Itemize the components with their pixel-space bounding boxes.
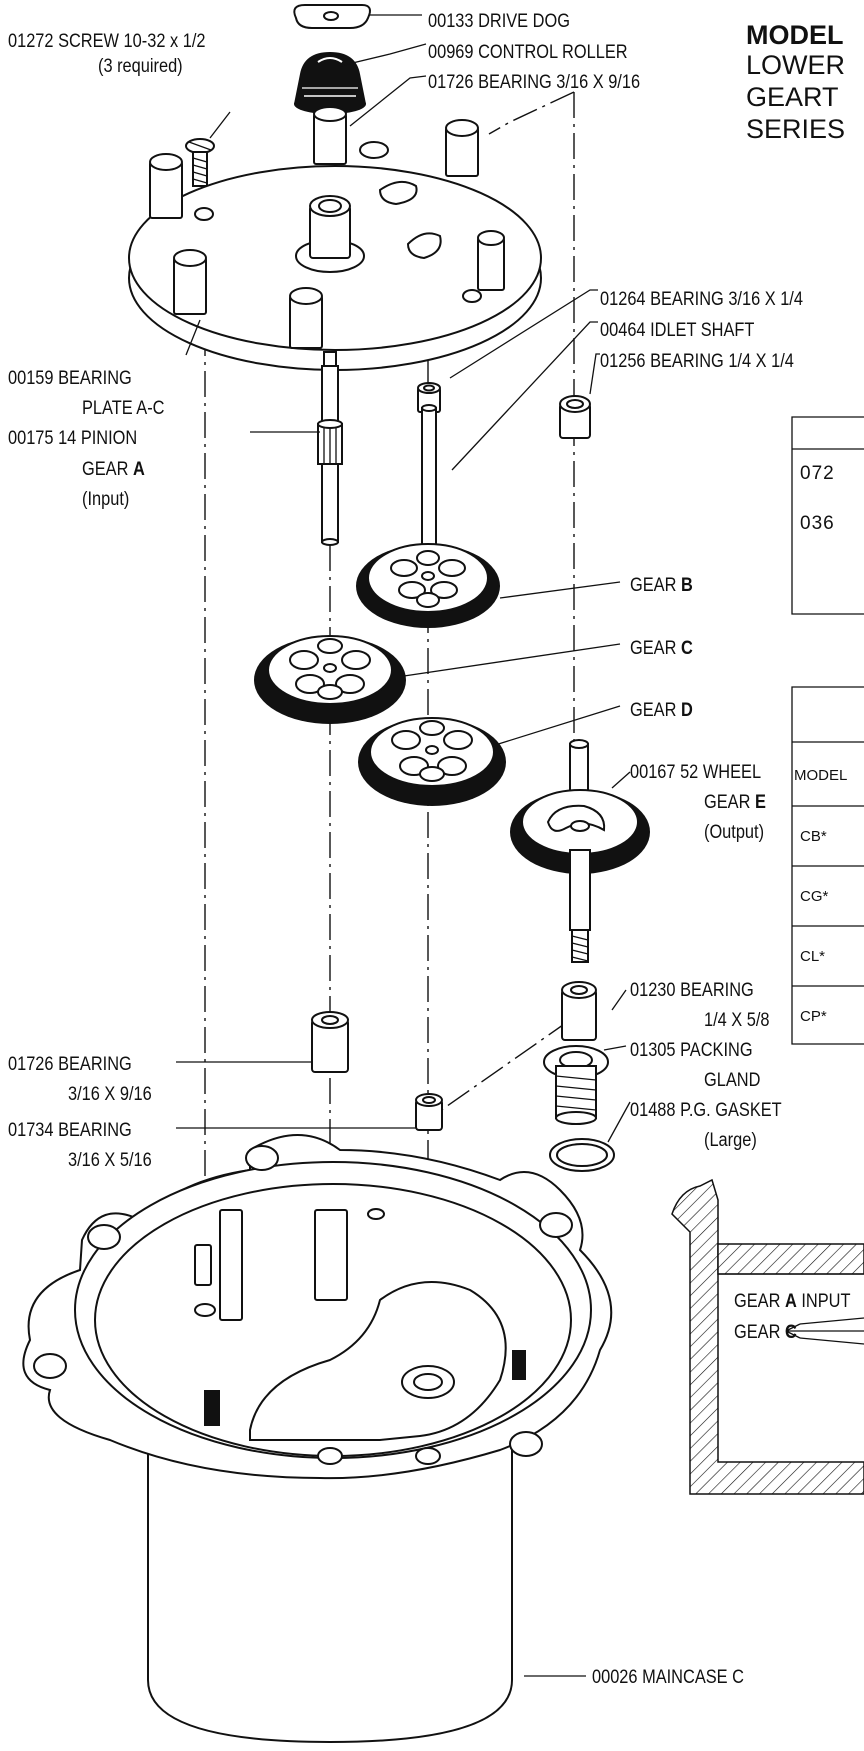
label-wheel-2: GEAR E [704, 791, 766, 813]
model-table-row-4: CP* [800, 1008, 827, 1025]
label-bearing-1726-2: 3/16 X 9/16 [68, 1083, 152, 1105]
label-gear-b: GEAR B [630, 574, 693, 596]
gear-d-part [358, 717, 506, 806]
screw-part [185, 138, 215, 187]
ratio-table: 072 036 [791, 416, 864, 615]
bearing-1256-part [559, 395, 591, 439]
gear-b-part [356, 543, 500, 628]
model-table-row-2: CG* [800, 888, 829, 905]
label-gear-c: GEAR C [630, 637, 693, 659]
ratio-table-row-2: 036 [800, 513, 835, 534]
pinion-gear-a-part [317, 351, 343, 546]
label-bearing-1230-1: 01230 BEARING [630, 979, 754, 1001]
label-screw-qty: (3 required) [98, 55, 183, 77]
gear-c-part [254, 635, 406, 724]
gasket-part [549, 1138, 615, 1172]
label-bearing-top: 01726 BEARING 3/16 X 9/16 [428, 71, 640, 93]
bearing-1734-part [415, 1093, 443, 1131]
label-wheel-3: (Output) [704, 821, 764, 843]
label-bearing-1734-2: 3/16 X 5/16 [68, 1149, 152, 1171]
label-control-roller: 00969 CONTROL ROLLER [428, 41, 628, 63]
label-wheel-1: 00167 52 WHEEL [630, 761, 761, 783]
title-line-4: SERIES [746, 114, 845, 144]
label-packing-1: 01305 PACKING [630, 1039, 753, 1061]
model-table-row-3: CL* [800, 948, 825, 965]
label-pinion-3: (Input) [82, 488, 129, 510]
bearing-1726-lower-part [311, 1011, 349, 1073]
drive-dog-part [293, 4, 371, 29]
title-line-3: GEART [746, 82, 839, 112]
inset-cross-section: GEAR A INPUT GEAR C [671, 1178, 864, 1495]
label-bearing-1230-2: 1/4 X 5/8 [704, 1009, 770, 1031]
part-labels: 01272 SCREW 10-32 x 1/2 (3 required) 001… [8, 10, 803, 1688]
maincase-part [22, 1134, 613, 1744]
label-packing-2: GLAND [704, 1069, 760, 1091]
label-screw: 01272 SCREW 10-32 x 1/2 [8, 30, 205, 52]
label-bearing-plate-1: 00159 BEARING [8, 367, 132, 389]
bearing-1230-part [561, 981, 597, 1041]
leader-lines [176, 14, 631, 1677]
model-table-row-1: CB* [800, 828, 827, 845]
title-block: MODEL LOWER GEART SERIES [746, 20, 845, 144]
label-gasket-2: (Large) [704, 1129, 757, 1151]
wheel-gear-e-part [510, 739, 650, 963]
label-bearing-1726-1: 01726 BEARING [8, 1053, 132, 1075]
label-pinion-1: 00175 14 PINION [8, 427, 137, 449]
model-table: MODEL CB* CG* CL* CP* [791, 686, 864, 1045]
label-idlet-shaft: 00464 IDLET SHAFT [600, 319, 754, 341]
control-roller-part [294, 52, 366, 114]
label-bearing-1734-1: 01734 BEARING [8, 1119, 132, 1141]
label-pinion-2: GEAR A [82, 458, 145, 480]
label-gear-d: GEAR D [630, 699, 693, 721]
label-bearing-plate-2: PLATE A-C [82, 397, 165, 419]
label-bearing-1264: 01264 BEARING 3/16 X 1/4 [600, 288, 803, 310]
model-table-header: MODEL [794, 767, 847, 784]
inset-label-gear-a: GEAR A INPUT [734, 1290, 850, 1312]
title-line-1: MODEL [746, 20, 844, 50]
label-gasket-1: 01488 P.G. GASKET [630, 1099, 782, 1121]
bearing-plate-part [128, 106, 542, 371]
label-drive-dog: 00133 DRIVE DOG [428, 10, 570, 32]
title-line-2: LOWER [746, 50, 845, 80]
label-maincase: 00026 MAINCASE C [592, 1666, 744, 1688]
packing-gland-part [543, 1045, 609, 1125]
ratio-table-row-1: 072 [800, 463, 835, 484]
label-bearing-1256: 01256 BEARING 1/4 X 1/4 [600, 350, 794, 372]
